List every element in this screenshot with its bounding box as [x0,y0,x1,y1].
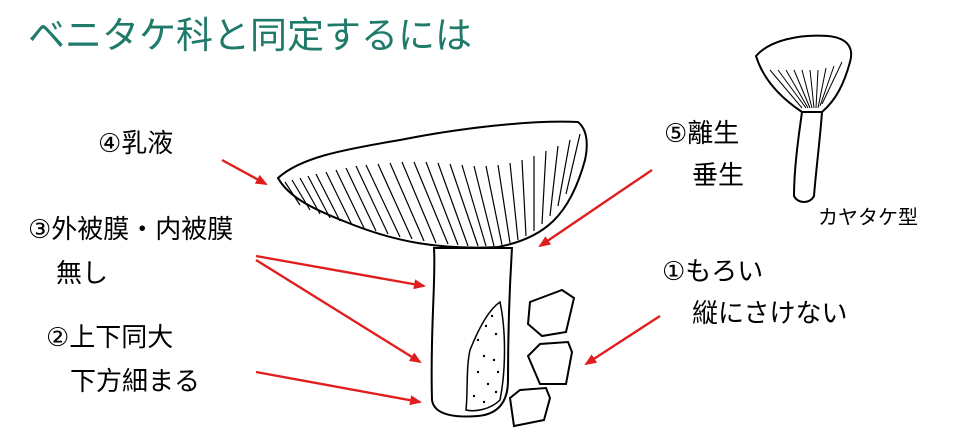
broken-flesh-pieces [508,288,576,428]
inset-caption: カヤタケ型 [818,205,918,229]
annotation-arrows [221,158,661,406]
funnel-mushroom [754,34,853,203]
label-stem-line1: ②上下同大 [46,323,174,353]
piece-3 [508,386,552,428]
label-veil-line2: 無し [56,259,109,289]
label-flesh-line1: ①もろい [662,257,764,287]
mushroom-cap [276,120,588,249]
piece-2 [526,340,574,385]
arrow-stem [255,370,422,406]
funnel-gills [769,61,843,109]
funnel-stem [792,111,824,203]
piece-1 [526,288,576,338]
arrow-flesh [584,314,661,366]
arrow-gills [538,169,653,248]
label-gill-line1: ⑤離生 [664,119,740,149]
stipple-dots [472,314,500,404]
arrow-veil-2 [255,258,422,364]
label-latex: ④乳液 [98,129,174,159]
label-stem-line2: 下方細まる [70,367,201,397]
arrow-latex [221,158,268,186]
label-veil-line1: ③外被膜・内被膜 [28,215,234,245]
slide-title: ベニタケ科と同定するには [28,14,472,57]
label-flesh-line2: 縦にさけない [692,299,848,329]
label-gill-line2: 垂生 [692,161,745,191]
arrow-veil-1 [255,254,426,290]
main-mushroom [276,120,588,418]
mushroom-gills [284,133,581,247]
stem-cut-surface [465,300,506,412]
